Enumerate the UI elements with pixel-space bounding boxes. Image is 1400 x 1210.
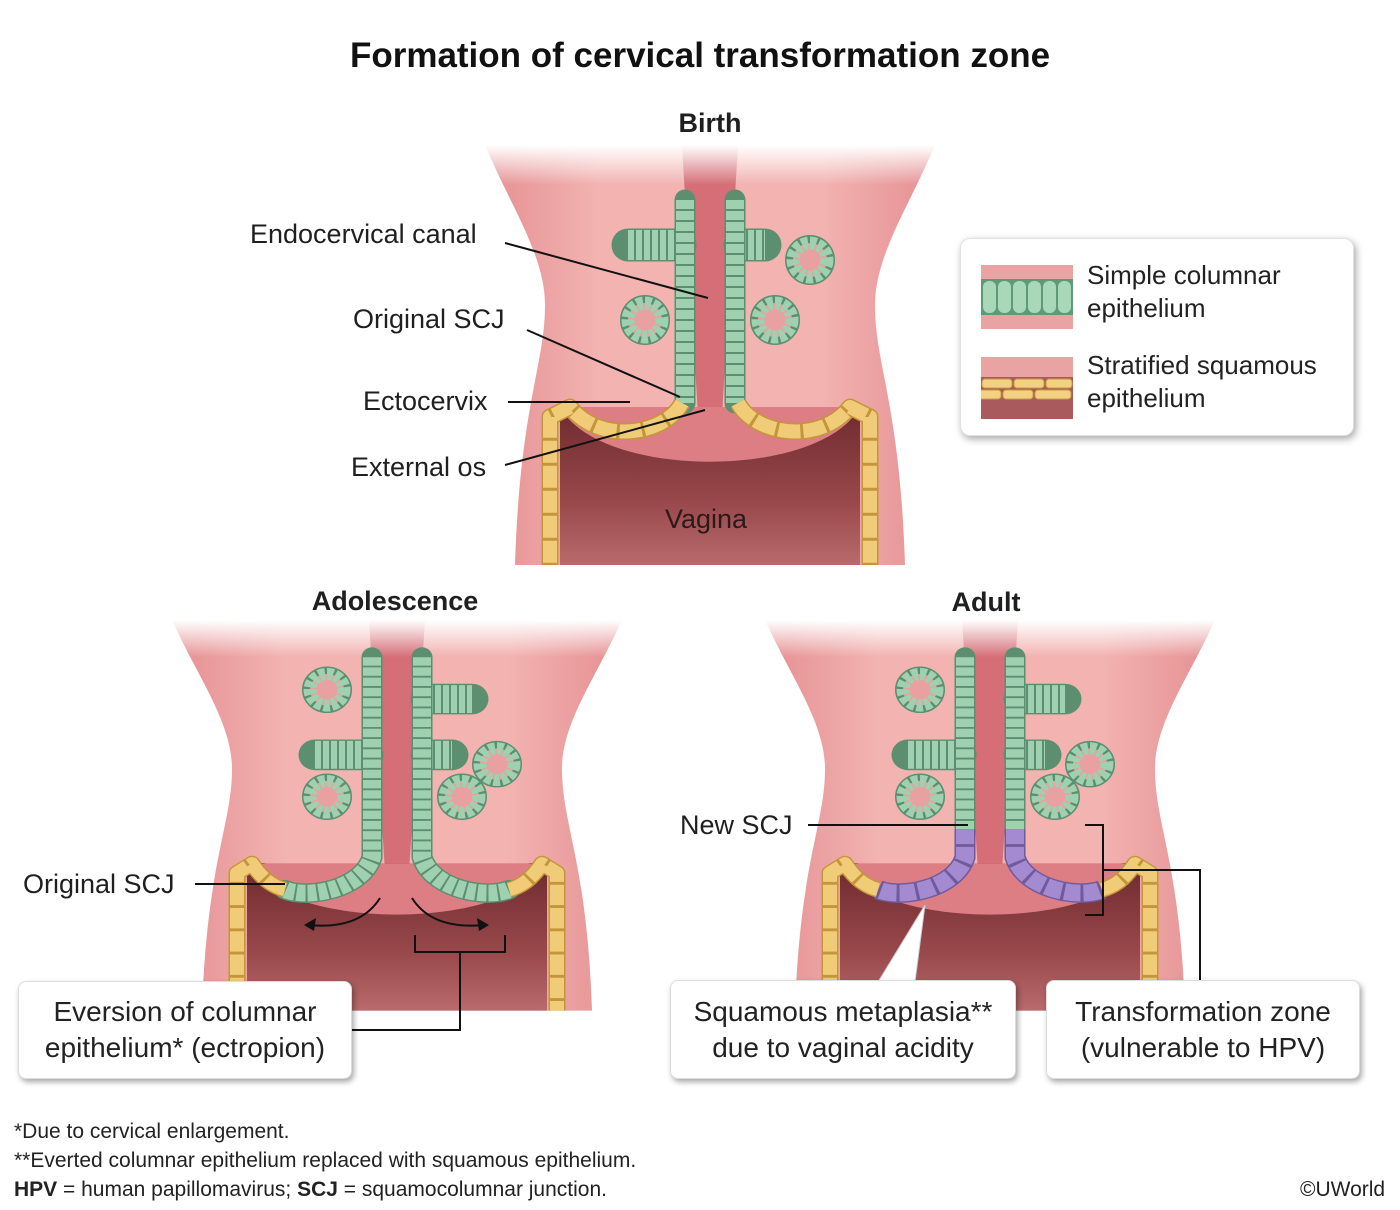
footnote-1: *Due to cervical enlargement.	[14, 1120, 290, 1143]
callout-tz-line1: Transformation zone	[1075, 995, 1331, 1027]
gland-3	[1031, 774, 1079, 819]
callout-tz-line2: (vulnerable to HPV)	[1080, 1031, 1326, 1063]
heading-adolescence: Adolescence	[311, 586, 479, 616]
leader-endocervical-canal	[504, 242, 709, 299]
endocervical-canal	[682, 145, 738, 415]
stratified-squamous-swatch-icon	[981, 357, 1073, 419]
callout-squamous-metaplasia: Squamous metaplasia** due to vaginal aci…	[670, 980, 1016, 1079]
eversion-bracket	[352, 935, 506, 1031]
squamous-right	[506, 857, 564, 1011]
columnar-left	[281, 657, 381, 902]
label-adolescence-original-scj: Original SCJ	[23, 869, 175, 899]
top-fade	[760, 620, 1220, 658]
callout-transformation-zone: Transformation zone (vulnerable to HPV)	[1046, 980, 1360, 1079]
birth-illustration	[480, 145, 940, 565]
callout-metaplasia-line2: due to vaginal acidity	[712, 1031, 974, 1063]
squamous-right	[731, 399, 877, 565]
cervix-dome	[840, 863, 1140, 915]
heading-birth: Birth	[678, 108, 742, 138]
endocervical-canal	[369, 620, 425, 872]
cervix-dome	[247, 863, 547, 915]
top-fade	[167, 620, 627, 658]
gland-2	[751, 296, 799, 344]
gland-0	[621, 296, 669, 344]
arrowheads	[304, 918, 489, 931]
leader-original-scj	[526, 329, 681, 398]
eversion-arrow-left	[307, 897, 381, 927]
simple-columnar-swatch-icon	[981, 265, 1073, 329]
leader-lines	[195, 242, 1201, 1031]
squamous-right	[1099, 857, 1157, 1011]
gland-2	[1066, 742, 1114, 787]
callout-eversion-line1: Eversion of columnar	[53, 996, 317, 1027]
squamous-left	[823, 857, 881, 1011]
leader-external-os	[504, 409, 706, 466]
label-new-scj: New SCJ	[680, 810, 793, 840]
transformation-zone-bracket	[1085, 824, 1201, 980]
eversion-arrow-right	[411, 897, 486, 927]
adolescence-illustration	[167, 620, 627, 1011]
label-vagina: Vagina	[665, 504, 748, 534]
label-ectocervix: Ectocervix	[363, 386, 488, 416]
page-title: Formation of cervical transformation zon…	[349, 36, 1051, 75]
gland-1	[303, 774, 351, 819]
cervix-dome	[560, 407, 860, 462]
squamous-metaplasia-1	[1006, 829, 1106, 902]
footnote-3: HPV = human papillomavirus; SCJ = squamo…	[14, 1178, 607, 1201]
heading-adult: Adult	[951, 587, 1021, 617]
callout-eversion-line2: epithelium* (ectropion)	[44, 1032, 326, 1063]
gland-0	[303, 667, 351, 712]
squamous-left	[543, 399, 689, 565]
squamous-metaplasia-0	[874, 829, 974, 902]
label-external-os: External os	[351, 452, 487, 482]
callout-metaplasia-line1: Squamous metaplasia**	[693, 995, 993, 1027]
columnar-right	[413, 657, 513, 902]
top-fade	[480, 145, 940, 185]
adult-illustration	[760, 620, 1220, 1011]
gland-3	[438, 774, 486, 819]
label-endocervical-canal: Endocervical canal	[250, 219, 477, 249]
squamous-left	[230, 857, 288, 1011]
copyright: ©UWorld	[1300, 1178, 1386, 1201]
gland-1	[896, 774, 944, 819]
gland-1	[786, 236, 834, 284]
callout-eversion: Eversion of columnar epithelium* (ectrop…	[18, 981, 352, 1079]
endocervical-canal	[962, 620, 1018, 872]
gland-0	[896, 667, 944, 712]
label-original-scj: Original SCJ	[353, 304, 505, 334]
gland-2	[473, 742, 521, 787]
footnote-2: **Everted columnar epithelium replaced w…	[14, 1149, 637, 1172]
